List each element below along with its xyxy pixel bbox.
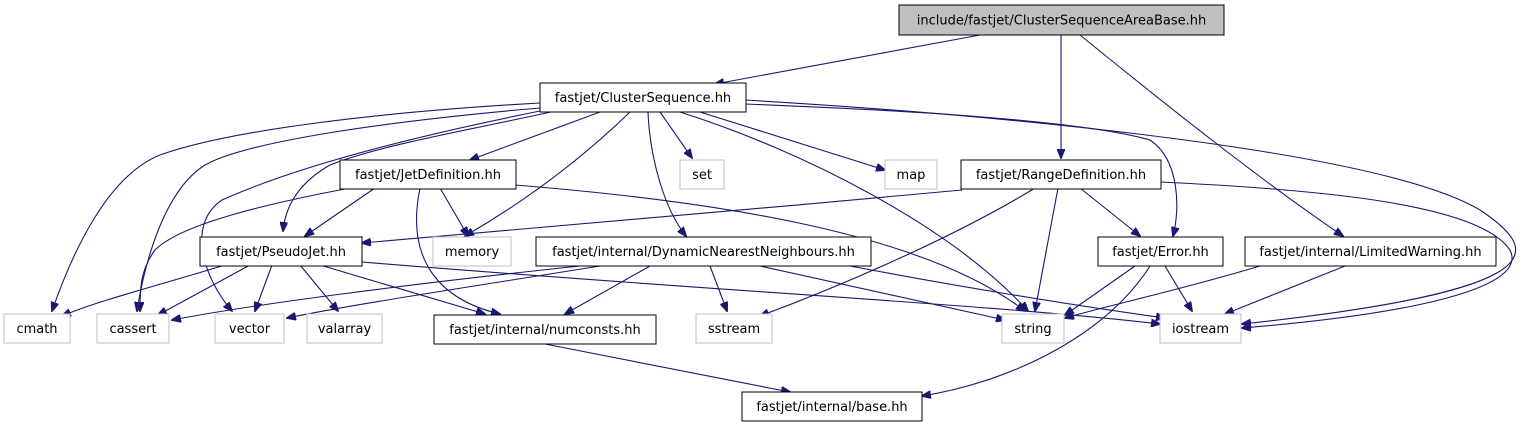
node-root[interactable]: include/fastjet/ClusterSequenceAreaBase.…	[898, 4, 1225, 36]
edge-cs-to-pseudojet	[283, 109, 561, 231]
edge-error-to-base	[922, 265, 1151, 396]
edge-dnn-to-cassert	[172, 265, 581, 320]
node-cmath[interactable]: cmath	[3, 313, 71, 344]
node-range-definition-label: fastjet/RangeDefinition.hh	[976, 168, 1146, 183]
node-string[interactable]: string	[1001, 313, 1065, 344]
node-set[interactable]: set	[679, 159, 725, 190]
node-base-label: fastjet/internal/base.hh	[756, 400, 907, 415]
edge-dnn-to-iostream	[849, 265, 1165, 318]
node-vector-label: vector	[229, 322, 271, 337]
edge-cs-to-dynamic-nn	[647, 111, 686, 236]
edge-rd-to-sstream	[760, 187, 1036, 316]
node-root-label: include/fastjet/ClusterSequenceAreaBase.…	[917, 14, 1206, 29]
edge-cs-to-string	[679, 111, 1028, 311]
edge-rd-to-string	[1035, 187, 1059, 311]
node-valarray[interactable]: valarray	[306, 313, 383, 344]
edge-cs-to-cassert	[137, 107, 541, 311]
edge-rd-to-error	[1079, 187, 1140, 236]
node-limited-warning-label: fastjet/internal/LimitedWarning.hh	[1259, 245, 1481, 260]
node-vector[interactable]: vector	[214, 313, 285, 344]
edge-jd-to-memory	[439, 187, 468, 236]
edge-cs-to-cmath	[52, 102, 541, 311]
edge-cs-to-vector	[201, 109, 546, 311]
edge-numconsts-to-base	[544, 343, 790, 392]
node-numconsts[interactable]: fastjet/internal/numconsts.hh	[433, 314, 657, 345]
node-memory[interactable]: memory	[432, 236, 512, 267]
node-cassert[interactable]: cassert	[96, 313, 170, 344]
nodes: include/fastjet/ClusterSequenceAreaBase.…	[3, 4, 1497, 422]
edge-cs-to-set	[659, 111, 692, 158]
node-cassert-label: cassert	[109, 322, 156, 337]
node-pseudo-jet[interactable]: fastjet/PseudoJet.hh	[199, 236, 363, 267]
edge-dnn-to-string	[759, 265, 1005, 320]
node-iostream[interactable]: iostream	[1159, 313, 1242, 344]
edge-pj-to-vector	[255, 264, 273, 311]
node-error[interactable]: fastjet/Error.hh	[1097, 236, 1224, 267]
node-cluster-sequence-label: fastjet/ClusterSequence.hh	[555, 91, 731, 106]
edge-dnn-to-numconsts	[565, 265, 651, 314]
edge-cs-to-map	[699, 111, 885, 170]
edge-pj-to-cmath	[62, 264, 226, 316]
edge-cs-to-memory	[465, 111, 631, 236]
edge-cs-to-jetdefinition	[470, 111, 601, 160]
edge-rd-to-iostream	[1159, 181, 1513, 328]
edge-lw-to-iostream	[1225, 265, 1346, 314]
edge-root-to-cluster-sequence	[715, 34, 981, 84]
edge-jd-to-string	[514, 184, 1025, 311]
edge-rd-to-pseudojet	[362, 189, 963, 243]
node-pseudo-jet-label: fastjet/PseudoJet.hh	[216, 245, 346, 260]
edge-cs-to-iostream	[744, 99, 1517, 324]
edge-pj-to-numconsts	[319, 264, 485, 314]
node-map[interactable]: map	[884, 159, 938, 190]
node-dynamic-nn-label: fastjet/internal/DynamicNearestNeighbour…	[552, 245, 855, 260]
node-numconsts-label: fastjet/internal/numconsts.hh	[449, 323, 641, 338]
node-string-label: string	[1014, 322, 1051, 337]
node-map-label: map	[897, 168, 926, 183]
node-iostream-label: iostream	[1172, 322, 1229, 337]
node-dynamic-nn[interactable]: fastjet/internal/DynamicNearestNeighbour…	[535, 236, 872, 267]
node-memory-label: memory	[445, 245, 500, 260]
node-error-label: fastjet/Error.hh	[1112, 245, 1209, 260]
edge-pj-to-cassert	[158, 264, 251, 315]
node-range-definition[interactable]: fastjet/RangeDefinition.hh	[960, 159, 1162, 190]
edge-root-to-limited-warning	[1079, 34, 1343, 236]
edge-pj-to-valarray	[299, 264, 338, 311]
edge-pj-to-iostream	[361, 261, 1160, 324]
edge-jd-to-pseudojet	[305, 187, 376, 236]
node-valarray-label: valarray	[318, 322, 372, 337]
node-jet-definition[interactable]: fastjet/JetDefinition.hh	[339, 159, 517, 190]
node-set-label: set	[692, 168, 712, 183]
node-jet-definition-label: fastjet/JetDefinition.hh	[355, 168, 501, 183]
edge-error-to-string	[1065, 265, 1136, 315]
edge-jd-to-cassert	[140, 187, 351, 311]
node-sstream-label: sstream	[708, 322, 760, 337]
node-cluster-sequence[interactable]: fastjet/ClusterSequence.hh	[539, 82, 747, 113]
edge-dnn-to-vector	[287, 265, 601, 318]
edge-lw-to-string	[1065, 265, 1261, 318]
node-sstream[interactable]: sstream	[695, 313, 773, 344]
node-limited-warning[interactable]: fastjet/internal/LimitedWarning.hh	[1244, 236, 1497, 267]
node-base[interactable]: fastjet/internal/base.hh	[741, 391, 923, 422]
node-cmath-label: cmath	[16, 322, 57, 337]
edge-dnn-to-sstream	[709, 265, 727, 311]
edges	[52, 34, 1517, 396]
